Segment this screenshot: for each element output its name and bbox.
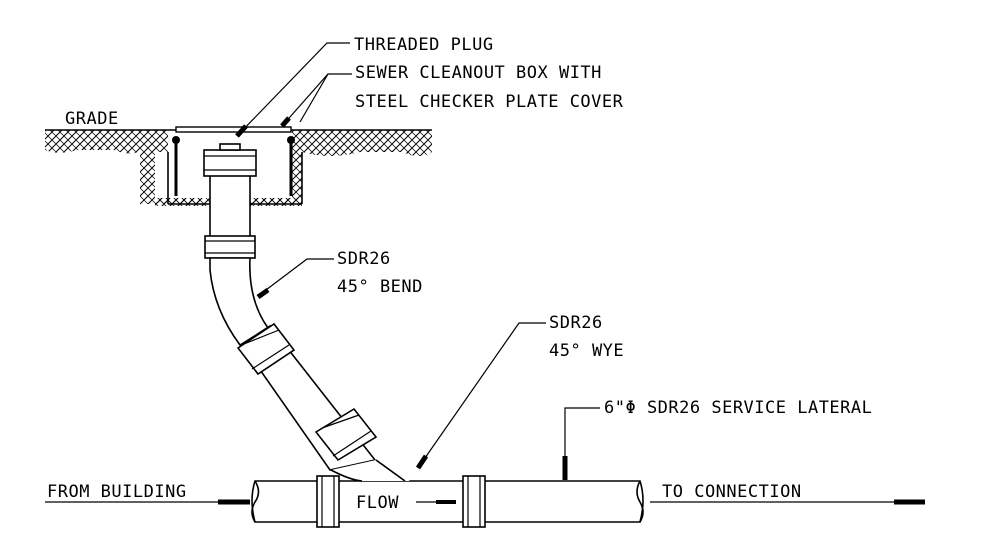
label-to-connection: TO CONNECTION bbox=[662, 482, 802, 502]
threaded-plug bbox=[219, 143, 241, 151]
leader-lines bbox=[45, 42, 925, 505]
label-bend-line2: 45° BEND bbox=[337, 277, 423, 297]
label-bend-line1: SDR26 bbox=[337, 249, 391, 269]
labels: THREADED PLUG SEWER CLEANOUT BOX WITH ST… bbox=[47, 35, 872, 513]
label-from-building: FROM BUILDING bbox=[47, 482, 187, 502]
label-service-lateral: 6"Φ SDR26 SERVICE LATERAL bbox=[604, 398, 872, 418]
wye-and-lateral bbox=[251, 459, 644, 528]
label-cleanout-box-line1: SEWER CLEANOUT BOX WITH bbox=[355, 63, 602, 83]
checker-plate-cover bbox=[175, 126, 292, 133]
label-flow: FLOW bbox=[356, 493, 399, 513]
label-wye-line2: 45° WYE bbox=[549, 341, 624, 361]
label-threaded-plug: THREADED PLUG bbox=[354, 35, 494, 55]
diagonal-pipe bbox=[236, 322, 378, 471]
cleanout-box bbox=[167, 126, 303, 205]
bend-45 bbox=[209, 257, 270, 347]
label-wye-line1: SDR26 bbox=[549, 313, 603, 333]
label-cleanout-box-line2: STEEL CHECKER PLATE COVER bbox=[355, 92, 624, 112]
label-grade: GRADE bbox=[65, 109, 119, 129]
riser-pipe bbox=[203, 143, 257, 259]
